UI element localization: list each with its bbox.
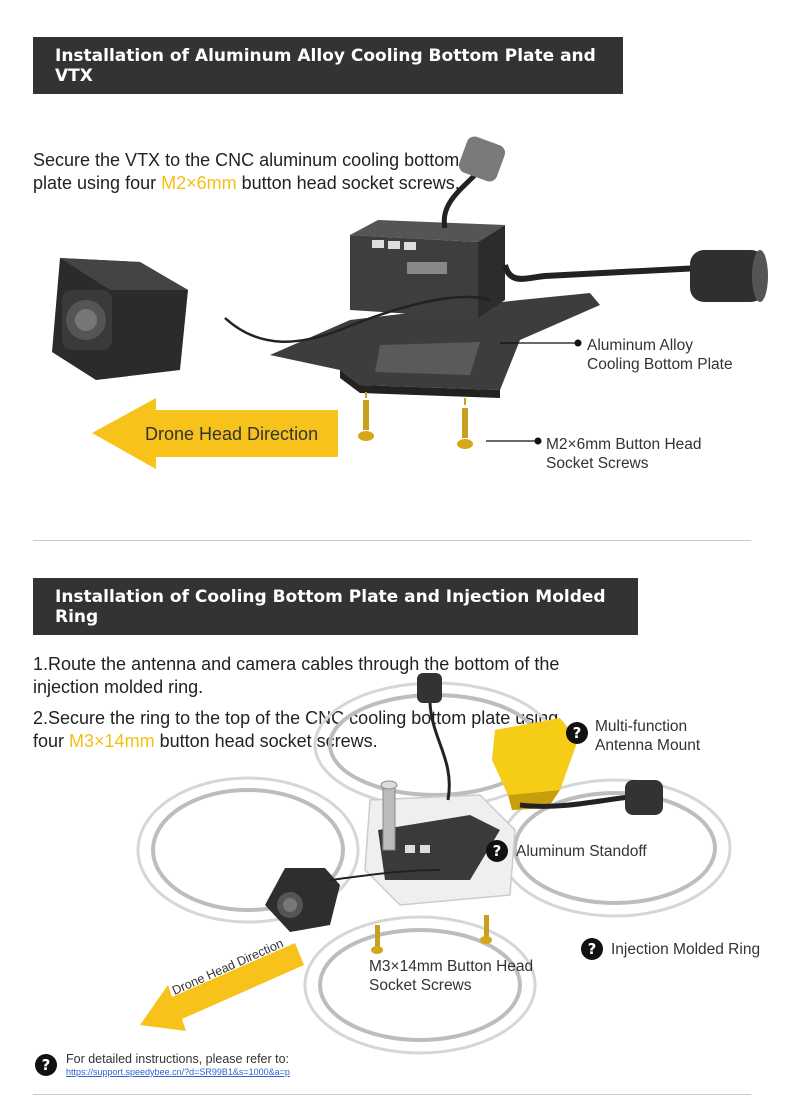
section1-instruction: Secure the VTX to the CNC aluminum cooli… xyxy=(33,150,460,193)
injection-ring-label: Injection Molded Ring xyxy=(611,941,761,958)
footer-divider xyxy=(33,1094,751,1095)
section2-step2: 2.Secure the ring to the top of the CNC … xyxy=(33,708,559,751)
drone-head-direction-label: Drone Head Direction xyxy=(145,424,319,444)
drone-head-direction-arrow xyxy=(92,398,338,469)
help-icon-ring: ? xyxy=(581,938,603,960)
section1-title: Installation of Aluminum Alloy Cooling B… xyxy=(33,37,623,94)
support-link[interactable]: https://support.speedybee.cn/?d=SR99B1&s… xyxy=(66,1067,290,1077)
section2-title: Installation of Cooling Bottom Plate and… xyxy=(33,578,638,635)
help-icon-footer: ? xyxy=(35,1054,57,1076)
screw-size-highlight: M2×6mm xyxy=(161,173,237,193)
vtx-unit xyxy=(350,220,505,318)
cooling-bottom-plate xyxy=(270,293,600,398)
footer-note: For detailed instructions, please refer … xyxy=(66,1052,290,1077)
aluminum-standoff-label: Aluminum Standoff xyxy=(516,843,647,860)
camera-module xyxy=(52,258,188,380)
m2-screws xyxy=(358,392,473,449)
section2-step1: 1.Route the antenna and camera cables th… xyxy=(33,654,560,697)
section-divider xyxy=(33,540,751,541)
help-icon-mount: ? xyxy=(566,722,588,744)
screw-size-highlight-2: M3×14mm xyxy=(69,731,155,751)
help-icon-standoff: ? xyxy=(486,840,508,862)
